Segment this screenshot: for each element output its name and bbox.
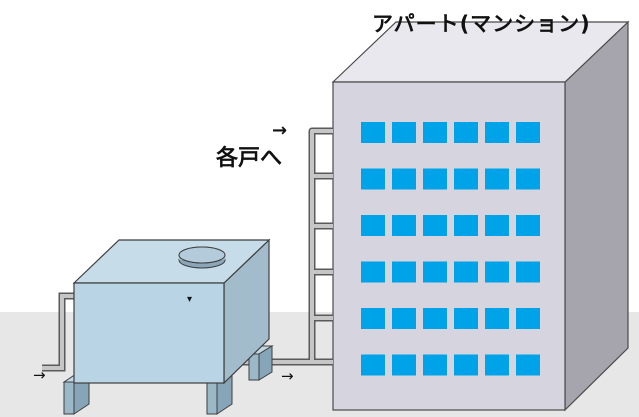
building-window [485, 122, 509, 143]
building-window [361, 354, 385, 376]
outlet-arrow: → [281, 367, 294, 385]
to-each-unit-label: 各戸へ [216, 146, 283, 171]
pump-block [247, 345, 274, 381]
riser-pipe [242, 127, 333, 366]
building-window [454, 215, 478, 236]
building-window [423, 308, 447, 329]
building-window [392, 122, 416, 143]
apartment-building [331, 20, 630, 412]
building-window [485, 354, 509, 376]
riser-pipe-fill [242, 129, 333, 364]
building-window [516, 168, 540, 190]
building-label: アパート(マンション) [372, 12, 591, 36]
building-window [516, 122, 540, 143]
building-window [516, 261, 540, 283]
inlet-arrow: → [33, 366, 46, 384]
tank-front-face [73, 282, 225, 384]
building-window [423, 215, 447, 236]
building-window [423, 261, 447, 283]
building-window [454, 354, 478, 376]
building-window [485, 261, 509, 283]
tank-level-marker: ▾ [187, 294, 192, 305]
building-window [361, 122, 385, 143]
building-window [392, 354, 416, 376]
building-window [454, 168, 478, 190]
window-grid [361, 122, 540, 376]
building-window [392, 261, 416, 283]
building-window [516, 308, 540, 329]
building-window [454, 308, 478, 329]
riser-arrow: → [272, 120, 287, 141]
building-window [361, 215, 385, 236]
building-window [361, 308, 385, 329]
building-window [454, 122, 478, 143]
building-window [485, 308, 509, 329]
building-window [485, 168, 509, 190]
building-window [392, 215, 416, 236]
building-window [423, 354, 447, 376]
building-window [454, 261, 478, 283]
building-window [361, 261, 385, 283]
water-tank [72, 238, 271, 385]
inlet-pipe [42, 292, 74, 372]
building-window [361, 168, 385, 190]
building-side-face [564, 20, 629, 412]
building-window [485, 215, 509, 236]
building-window [423, 168, 447, 190]
building-window [516, 354, 540, 376]
building-window [423, 122, 447, 143]
building-window [392, 168, 416, 190]
building-window [392, 308, 416, 329]
building-window [516, 215, 540, 236]
